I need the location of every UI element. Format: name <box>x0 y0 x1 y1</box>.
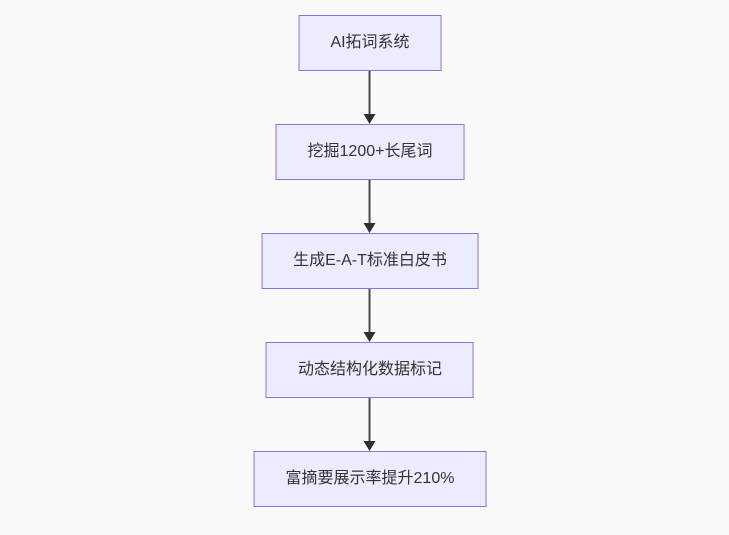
edge-line <box>369 289 371 332</box>
arrow-down-icon <box>364 441 376 451</box>
flow-node-label: AI拓词系统 <box>330 34 410 51</box>
flow-edge-1 <box>364 71 376 124</box>
edge-line <box>369 71 371 114</box>
flow-node-structured-data-markup: 动态结构化数据标记 <box>265 342 474 398</box>
arrow-down-icon <box>364 332 376 342</box>
flow-node-ai-keyword-system: AI拓词系统 <box>298 15 442 71</box>
flow-node-label: 富摘要展示率提升210% <box>285 470 455 487</box>
edge-line <box>369 398 371 441</box>
flow-node-label: 动态结构化数据标记 <box>297 361 442 378</box>
flow-edge-3 <box>364 289 376 342</box>
flow-node-label: 生成E-A-T标准白皮书 <box>293 252 447 269</box>
flow-node-longtail-mining: 挖掘1200+长尾词 <box>275 124 465 180</box>
flow-edge-2 <box>364 180 376 233</box>
arrow-down-icon <box>364 114 376 124</box>
flow-node-eat-whitepaper: 生成E-A-T标准白皮书 <box>261 233 479 289</box>
edge-line <box>369 180 371 223</box>
flow-node-label: 挖掘1200+长尾词 <box>307 143 433 160</box>
flowchart: AI拓词系统 挖掘1200+长尾词 生成E-A-T标准白皮书 动态结构化数据标记 <box>253 15 487 507</box>
flow-node-rich-snippet-result: 富摘要展示率提升210% <box>253 451 487 507</box>
flow-edge-4 <box>364 398 376 451</box>
arrow-down-icon <box>364 223 376 233</box>
